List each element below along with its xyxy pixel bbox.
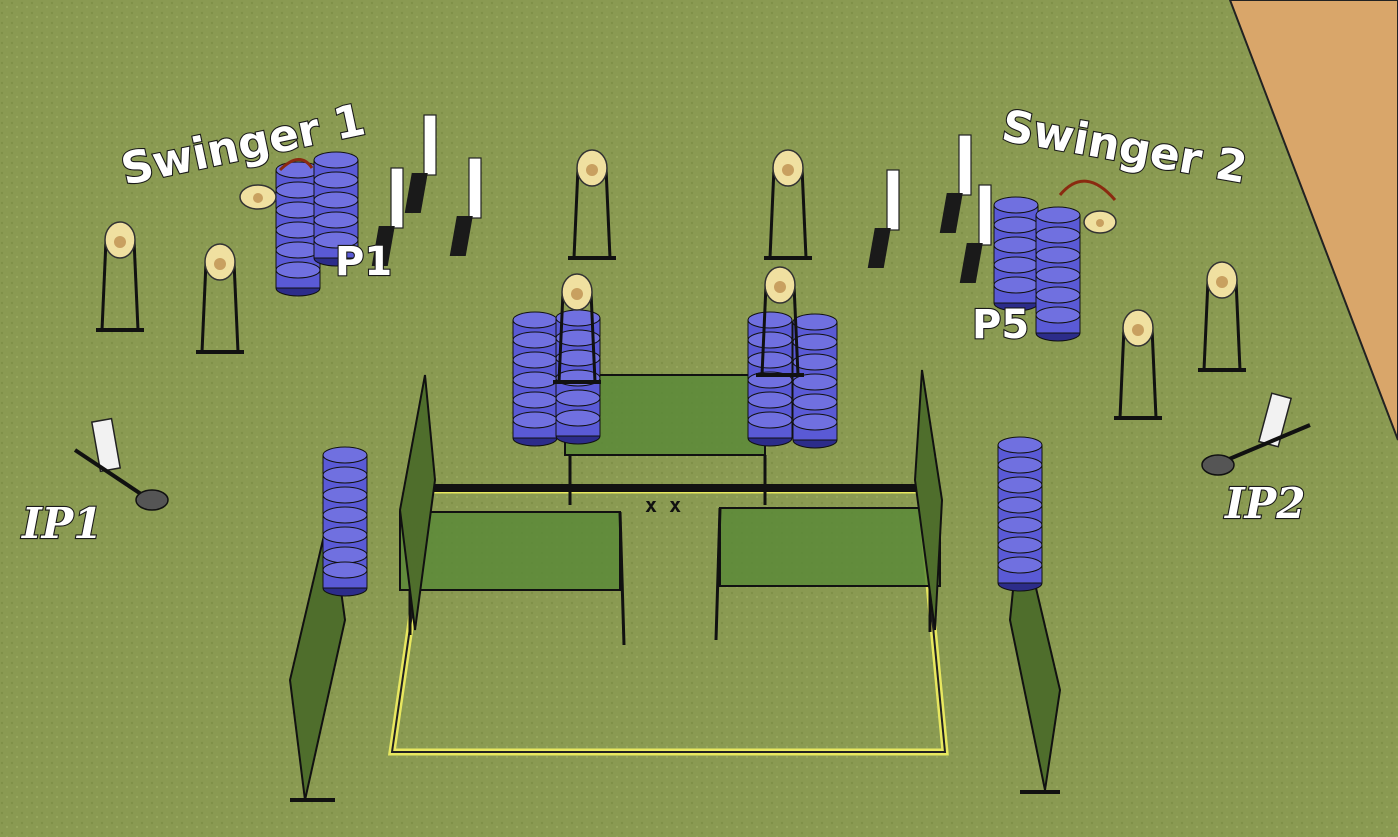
barrel-stack-center-right — [748, 312, 837, 448]
barrel-stack-center-left — [513, 310, 600, 446]
label-p5: P5 — [972, 302, 1029, 348]
label-ip2: IP2 — [1224, 479, 1305, 528]
label-ip1: IP1 — [21, 499, 102, 548]
barrel-stack-right-front — [998, 437, 1042, 591]
label-p1: P1 — [335, 239, 392, 285]
label-xx: x x — [645, 493, 681, 517]
barrel-stack-left-front — [323, 447, 367, 596]
